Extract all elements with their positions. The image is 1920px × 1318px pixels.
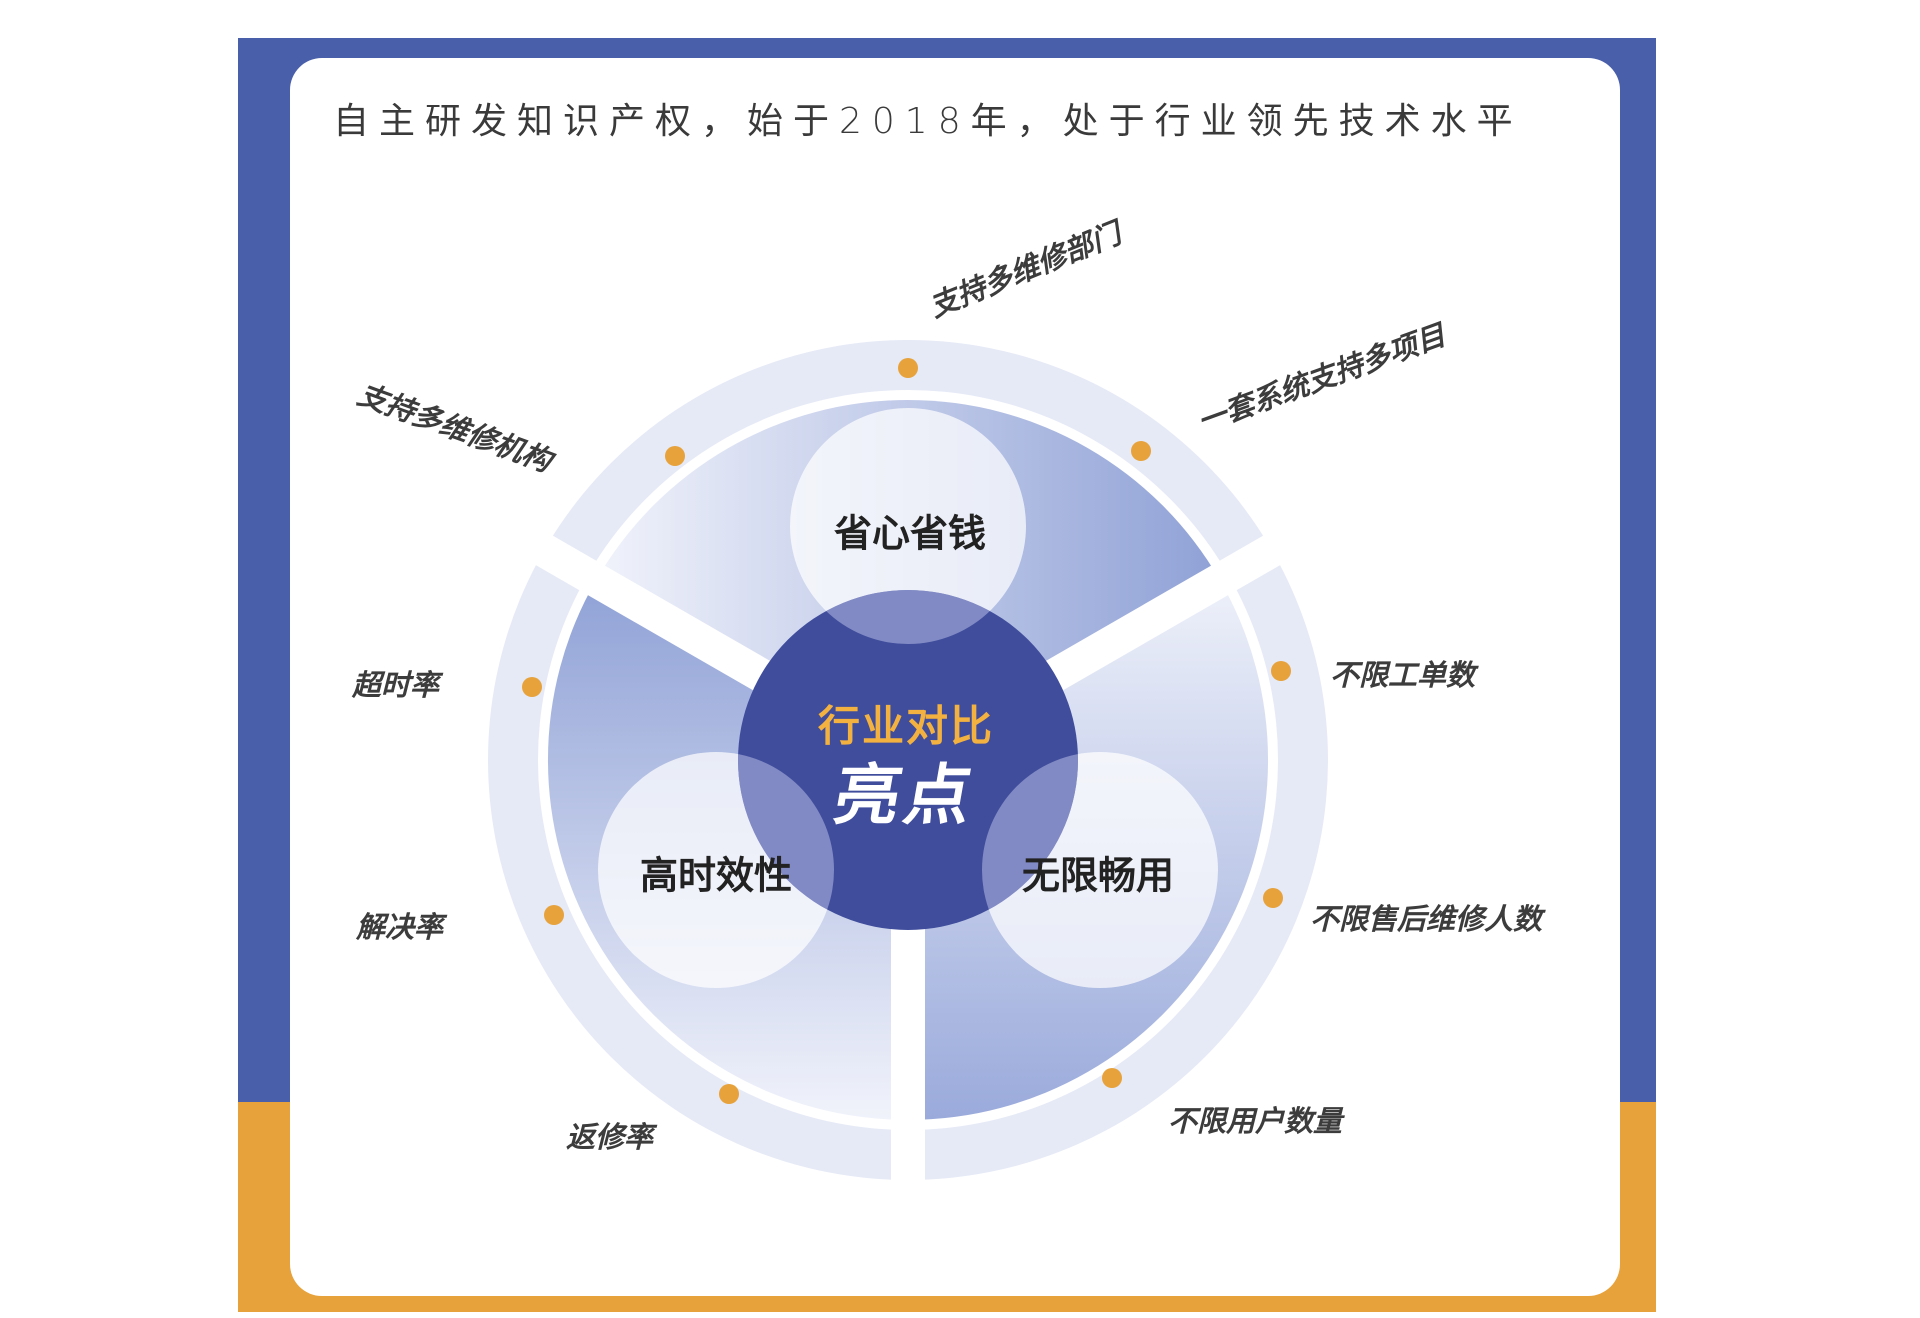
label-left-2: 解决率 <box>356 910 444 944</box>
dot <box>898 358 918 378</box>
dot <box>665 446 685 466</box>
center-subtitle: 亮点 <box>828 757 982 834</box>
label-right-3: 不限用户数量 <box>1168 1104 1343 1138</box>
label-left-3: 返修率 <box>566 1120 654 1154</box>
dot <box>544 905 564 925</box>
headline-text: 自主研发知识产权，始于2018年，处于行业领先技术水平 <box>333 101 1523 142</box>
center-title: 行业对比 <box>817 701 995 751</box>
dot <box>1131 441 1151 461</box>
segment-label-top: 省心省钱 <box>833 511 987 556</box>
label-right-2: 不限售后维修人数 <box>1310 902 1543 936</box>
circle-top <box>790 408 1026 644</box>
label-right-1: 不限工单数 <box>1330 658 1476 692</box>
segment-label-left: 高时效性 <box>639 853 793 898</box>
dot <box>1102 1068 1122 1088</box>
label-left-1: 超时率 <box>352 668 440 702</box>
dot <box>719 1084 739 1104</box>
dot <box>522 677 542 697</box>
segment-label-right: 无限畅用 <box>1021 853 1175 898</box>
dot <box>1263 888 1283 908</box>
dot <box>1271 661 1291 681</box>
